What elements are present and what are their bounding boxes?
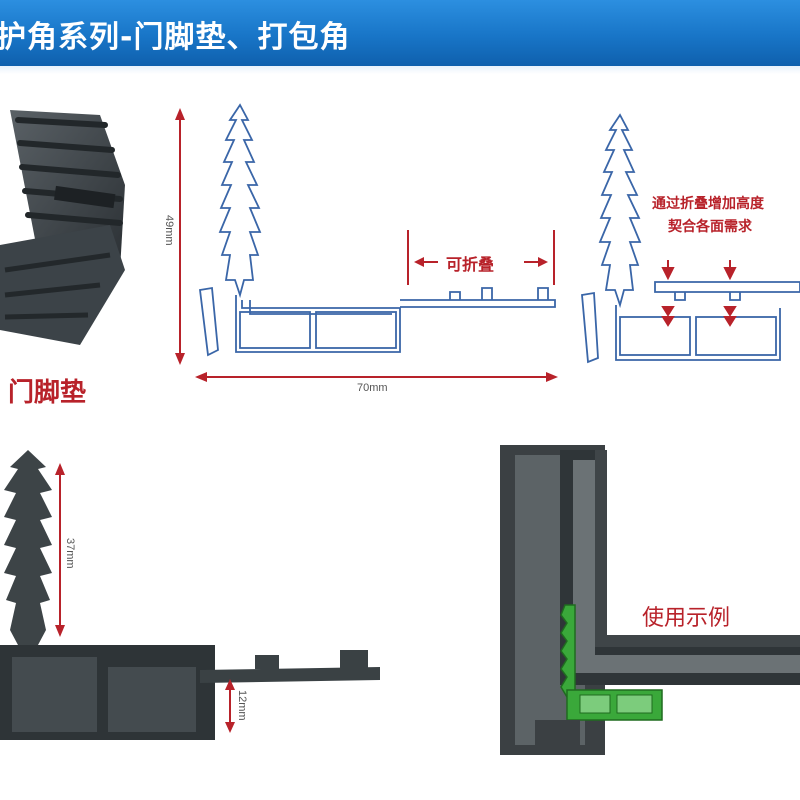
usage-example-caption: 使用示例 <box>642 606 731 631</box>
width-dimension-label: 70mm <box>357 382 388 394</box>
profile-base-label: 12mm <box>236 690 248 721</box>
profile-height-label: 37mm <box>64 538 76 569</box>
height-dimension-label: 49mm <box>163 215 175 246</box>
folded-note-line2: 契合各面需求 <box>668 219 752 235</box>
folded-note-line1: 通过折叠增加高度 <box>652 196 764 212</box>
usage-example-illustration <box>500 445 800 755</box>
header-banner: 护角系列-门脚垫、打包角 <box>0 0 800 69</box>
page-title: 护角系列-门脚垫、打包角 <box>0 20 351 55</box>
profile-product-photo <box>0 450 380 740</box>
folded-profile-diagram <box>581 113 800 364</box>
foldable-label: 可折叠 <box>446 255 495 274</box>
flat-profile-diagram <box>175 103 558 382</box>
door-pad-caption: 门脚垫 <box>8 378 87 408</box>
header-shadow <box>0 66 800 74</box>
door-pad-product-photo <box>0 110 125 345</box>
